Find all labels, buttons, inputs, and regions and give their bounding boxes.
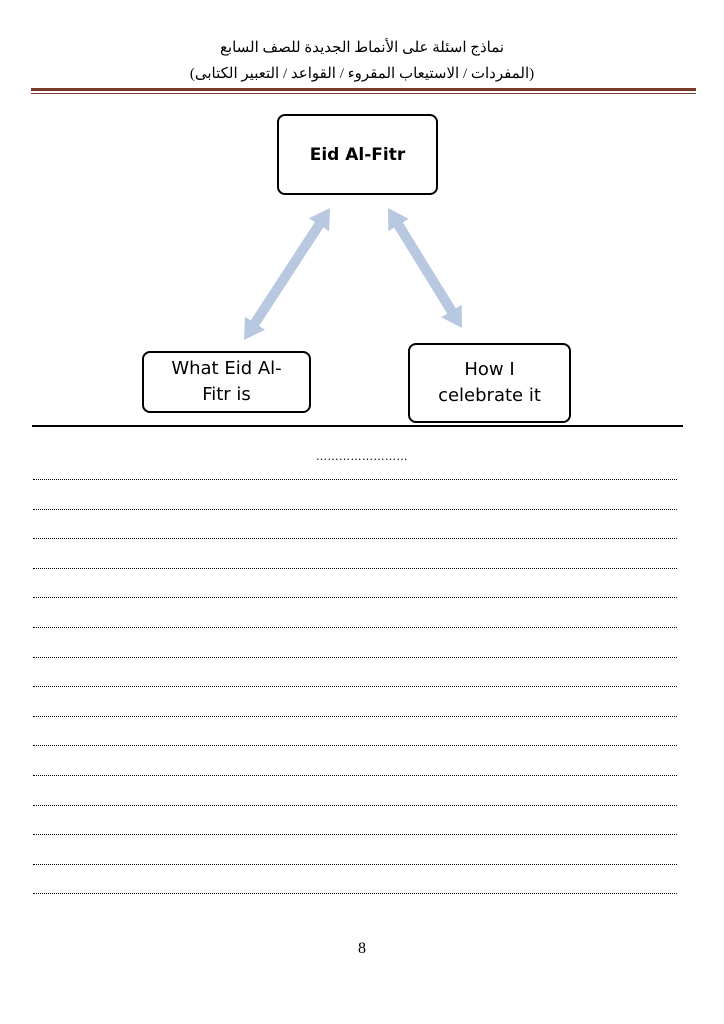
writing-line[interactable] <box>33 893 677 895</box>
writing-line[interactable] <box>33 745 677 747</box>
mindmap-right-box: How I celebrate it <box>408 343 571 423</box>
writing-line[interactable] <box>33 656 677 658</box>
essay-title-blank: …………………… <box>316 450 408 463</box>
header-divider-thin <box>31 93 696 94</box>
writing-line[interactable] <box>33 567 677 569</box>
mindmap-right-label-line2: celebrate it <box>438 385 541 406</box>
writing-line[interactable] <box>33 715 677 717</box>
writing-line[interactable] <box>33 686 677 688</box>
left-double-arrow <box>244 208 330 340</box>
mindmap-right-label-line1: How I <box>464 359 515 380</box>
worksheet-header-title: نماذج اسئلة على الأنماط الجديدة للصف الس… <box>219 40 505 56</box>
writing-line[interactable] <box>33 508 677 510</box>
writing-line[interactable] <box>33 775 677 776</box>
writing-line[interactable] <box>33 863 677 865</box>
page-number: 8 <box>358 940 366 957</box>
writing-line[interactable] <box>33 834 677 836</box>
writing-line[interactable] <box>33 538 677 540</box>
mindmap-left-label-line1: What Eid Al- <box>171 358 282 379</box>
writing-line[interactable] <box>33 627 677 628</box>
writing-line[interactable] <box>33 597 677 599</box>
mindmap-center-box: Eid Al-Fitr <box>277 114 438 195</box>
right-double-arrow <box>388 208 462 328</box>
mindmap-center-label: Eid Al-Fitr <box>309 144 406 165</box>
writing-line[interactable] <box>33 804 677 806</box>
header-divider-thick <box>31 88 696 91</box>
mindmap-left-label-line2: Fitr is <box>202 384 251 405</box>
mindmap-left-box: What Eid Al- Fitr is <box>142 351 311 413</box>
writing-line[interactable] <box>33 479 677 480</box>
section-divider <box>32 425 683 427</box>
worksheet-header-subtitle: (المفردات / الاستيعاب المقروء / القواعد … <box>189 66 535 82</box>
